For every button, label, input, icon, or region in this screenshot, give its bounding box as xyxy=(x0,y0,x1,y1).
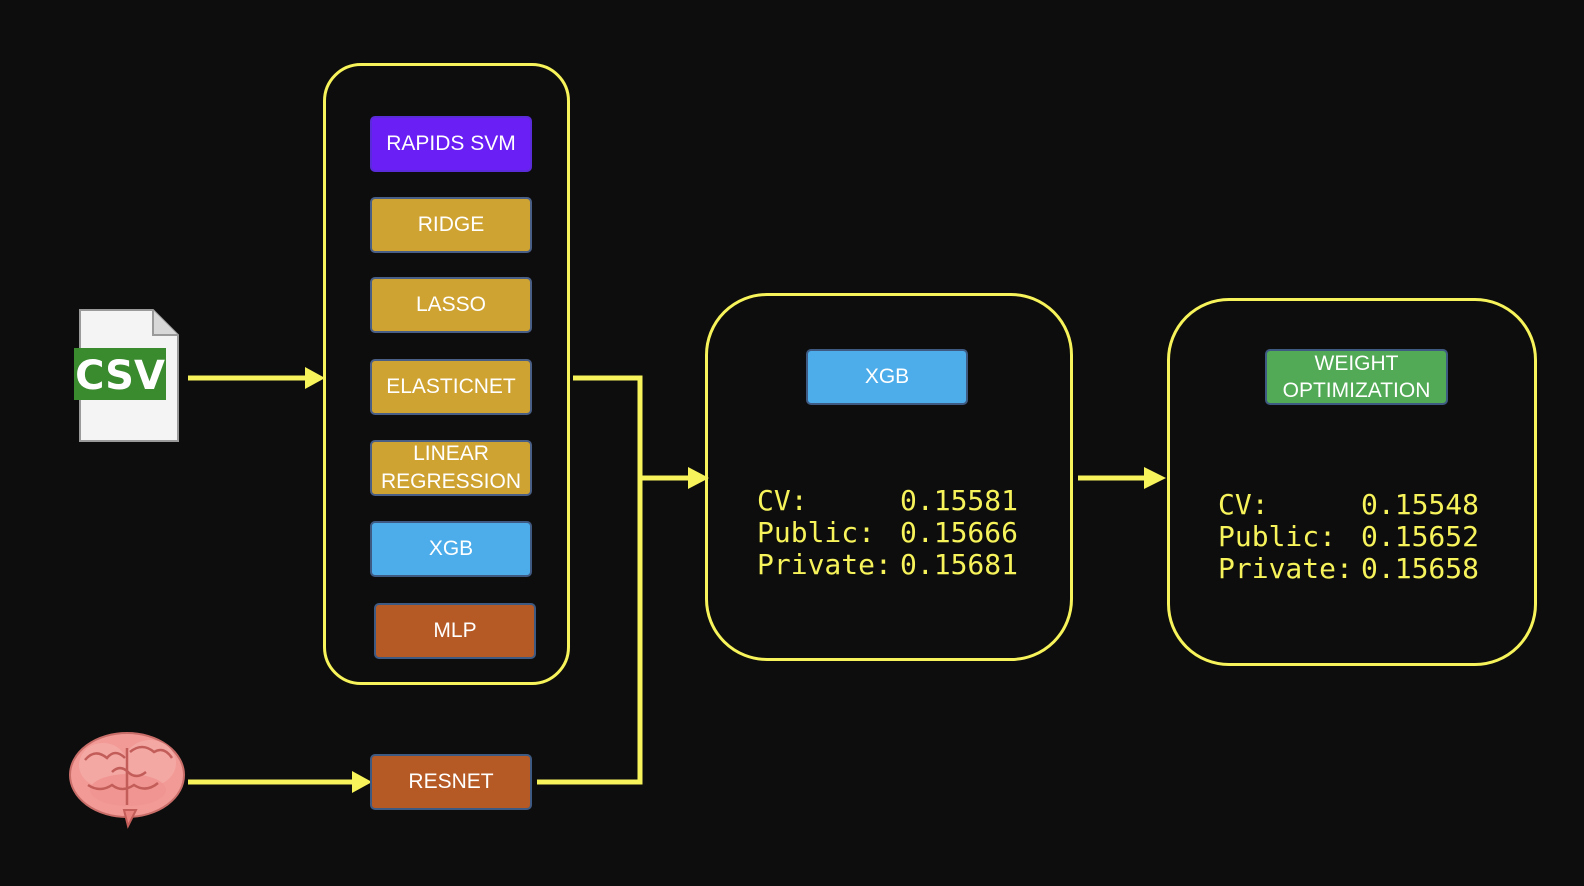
base-model-label: XGB xyxy=(428,537,474,560)
score-name: Public: xyxy=(757,516,876,549)
csv-to-models-arrowhead xyxy=(305,367,325,389)
stacker-model-label: XGB xyxy=(864,365,910,388)
base-models-panel xyxy=(323,63,570,685)
score-value: 0.15658 xyxy=(1361,552,1480,585)
base-model-label: RIDGE xyxy=(417,213,485,236)
base-model-label: LASSO xyxy=(415,293,487,316)
score-row: CV: 0.15581 xyxy=(757,485,1018,517)
stacker-to-blender-arrowhead xyxy=(1144,467,1166,489)
blender-model-box: WEIGHT OPTIMIZATION xyxy=(1265,349,1448,405)
score-row: CV: 0.15548 xyxy=(1218,489,1479,521)
base-model-label: RAPIDS SVM xyxy=(386,132,516,155)
score-value: 0.15548 xyxy=(1361,488,1480,521)
score-name: Private: xyxy=(757,548,892,581)
score-value: 0.15666 xyxy=(900,516,1019,549)
score-row: Private:0.15681 xyxy=(757,549,1018,581)
merge-to-stacker-arrowhead xyxy=(688,467,709,489)
blender-model-label: WEIGHT OPTIMIZATION xyxy=(1282,352,1431,402)
base-model-box-elasticnet: ELASTICNET xyxy=(370,359,532,415)
base-model-label: ELASTICNET xyxy=(386,375,516,398)
score-row: Public: 0.15652 xyxy=(1218,521,1479,553)
score-value: 0.15581 xyxy=(900,484,1019,517)
base-model-box-mlp: MLP xyxy=(374,603,536,659)
score-name: Public: xyxy=(1218,520,1337,553)
base-model-box-lasso: LASSO xyxy=(370,277,532,333)
resnet-model-label: RESNET xyxy=(408,770,494,793)
base-model-box-xgb: XGB xyxy=(370,521,532,577)
models-to-merge-connector xyxy=(573,375,643,478)
brain-icon xyxy=(69,732,185,829)
score-name: CV: xyxy=(757,484,808,517)
base-model-box-rapids-svm: RAPIDS SVM xyxy=(370,116,532,172)
score-name: Private: xyxy=(1218,552,1353,585)
stacker-model-box: XGB xyxy=(806,349,968,405)
base-model-label: MLP xyxy=(433,619,477,642)
score-row: Private:0.15658 xyxy=(1218,553,1479,585)
base-model-label: LINEAR REGRESSION xyxy=(380,442,522,493)
csv-file-icon: CSV xyxy=(74,309,179,442)
base-model-box-linear-regression: LINEAR REGRESSION xyxy=(370,440,532,496)
brain-to-resnet-arrowhead xyxy=(352,771,372,793)
base-model-box-ridge: RIDGE xyxy=(370,197,532,253)
blender-panel xyxy=(1167,298,1537,666)
score-value: 0.15652 xyxy=(1361,520,1480,553)
score-row: Public: 0.15666 xyxy=(757,517,1018,549)
csv-icon-label: CSV xyxy=(75,353,165,399)
resnet-to-merge-connector xyxy=(537,478,643,785)
score-value: 0.15681 xyxy=(900,548,1019,581)
resnet-model-box: RESNET xyxy=(370,754,532,810)
score-name: CV: xyxy=(1218,488,1269,521)
stacker-panel xyxy=(705,293,1073,661)
